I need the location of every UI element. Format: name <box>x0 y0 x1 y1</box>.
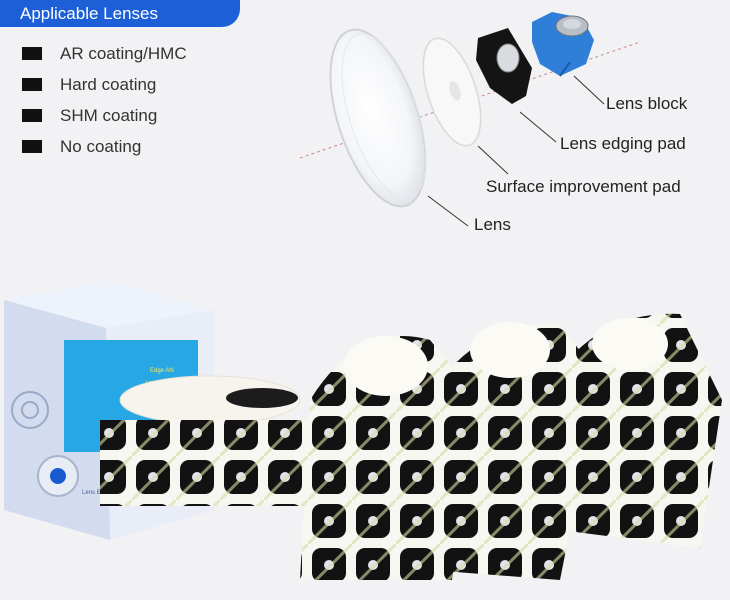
black-swatch-icon <box>22 47 42 60</box>
coating-item-none: No coating <box>22 131 187 162</box>
black-swatch-icon <box>22 140 42 153</box>
product-rolls-illustration: Edge AN Lens Edging Pads Lens Edging <box>4 280 722 580</box>
leader-line-block <box>573 75 605 105</box>
coating-list: AR coating/HMC Hard coating SHM coating … <box>22 38 187 162</box>
coating-label: AR coating/HMC <box>60 43 187 63</box>
small-pad-roll <box>100 375 310 506</box>
coating-label: Hard coating <box>60 74 157 94</box>
leader-line-edging <box>519 111 557 143</box>
lens-label: Lens <box>474 215 511 234</box>
coating-item-ar: AR coating/HMC <box>22 38 187 69</box>
surface-improvement-pad-icon <box>422 37 482 147</box>
lens-block-icon <box>532 12 594 77</box>
leader-line-lens <box>427 195 469 227</box>
lens-block-label: Lens block <box>606 94 688 113</box>
lens-icon <box>329 28 427 208</box>
coating-label: SHM coating <box>60 105 158 125</box>
applicable-lenses-header: Applicable Lenses <box>0 0 240 27</box>
leader-line-surface <box>477 145 509 175</box>
box-bottom-text: Lens Edging <box>82 490 115 496</box>
black-swatch-icon <box>22 109 42 122</box>
lens-edging-pad-label: Lens edging pad <box>560 134 686 153</box>
coating-label: No coating <box>60 136 142 156</box>
box-brand-text: Edge AN <box>150 368 174 374</box>
surface-improvement-pad-label: Surface improvement pad <box>486 177 681 196</box>
coating-item-hard: Hard coating <box>22 69 187 100</box>
coating-item-shm: SHM coating <box>22 100 187 131</box>
black-swatch-icon <box>22 78 42 91</box>
large-pad-roll-3 <box>552 313 722 548</box>
lens-edging-pad-icon <box>476 28 532 104</box>
